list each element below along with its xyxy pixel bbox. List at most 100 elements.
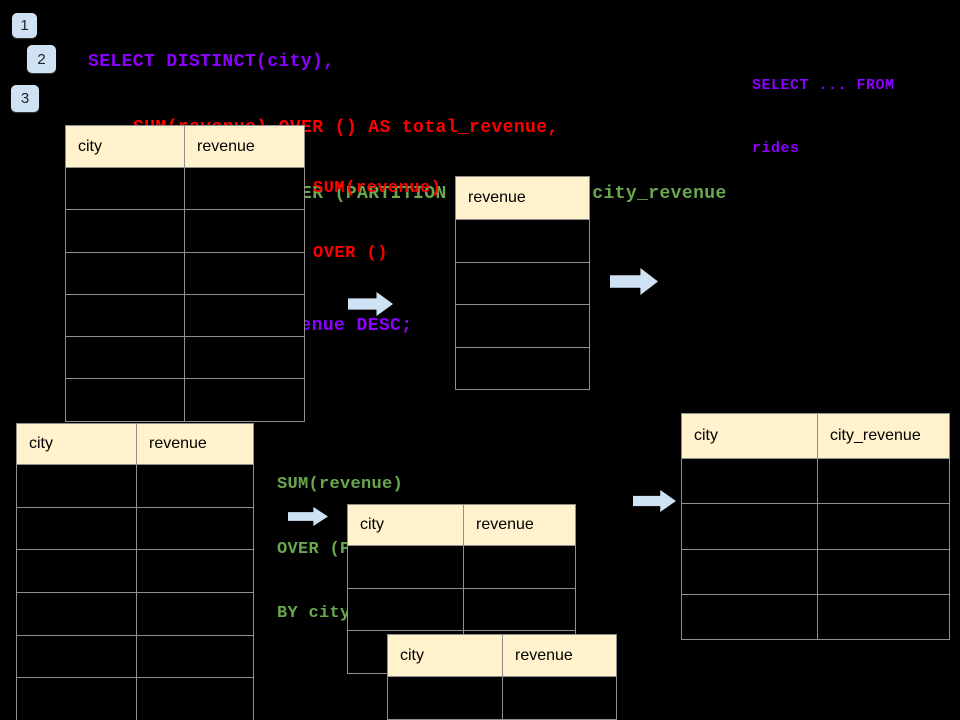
- table-cell-empty: [137, 508, 253, 550]
- table-cell-empty: [17, 507, 137, 550]
- side-note-select-from-rides: SELECT ... FROM rides: [752, 33, 895, 201]
- right-arrow-icon: [348, 292, 393, 316]
- annotation-line: SUM(revenue): [313, 179, 442, 198]
- table-cell-empty: [66, 168, 185, 210]
- column-header-city: city: [348, 505, 464, 545]
- table-partition-source: city revenue: [16, 423, 254, 720]
- table-cell-empty: [137, 593, 253, 635]
- table-row: [682, 549, 949, 595]
- table-row: [17, 550, 253, 594]
- table-row: [66, 294, 304, 338]
- table-cell-empty: [682, 504, 818, 549]
- table-cell-empty: [185, 379, 304, 420]
- table-cell-empty: [137, 678, 253, 720]
- column-header-city-revenue: city_revenue: [830, 427, 921, 444]
- table-cell-empty: [818, 504, 949, 548]
- table-cell-empty: [17, 550, 137, 593]
- column-header-city: city: [682, 414, 818, 458]
- table-cell-empty: [682, 459, 818, 504]
- side-note-line: rides: [752, 140, 800, 157]
- table-cell-empty: [682, 594, 818, 640]
- table-cell-empty: [17, 635, 137, 678]
- table-cell-empty: [456, 305, 589, 347]
- table-row: [456, 220, 589, 263]
- table-cell-empty: [185, 295, 304, 336]
- column-header-revenue: revenue: [149, 435, 207, 452]
- table-cell-empty: [185, 210, 304, 251]
- table-cell-empty: [17, 593, 137, 635]
- table-cell-empty: [137, 465, 253, 507]
- table-partition-group-2: city revenue: [387, 634, 617, 720]
- table-cell-empty: [66, 210, 185, 252]
- table-cell-empty: [185, 337, 304, 378]
- table-total-revenue: revenue: [455, 176, 590, 390]
- side-note-line: SELECT ... FROM: [752, 77, 895, 94]
- table-row: [388, 677, 616, 720]
- table-cell-empty: [388, 677, 503, 719]
- table-header-row: city city_revenue: [682, 414, 949, 459]
- column-header-revenue: revenue: [197, 137, 255, 155]
- table-header-row: city revenue: [348, 505, 575, 546]
- table-header-row: city revenue: [17, 424, 253, 465]
- table-cell-empty: [818, 459, 949, 503]
- table-cell-empty: [682, 549, 818, 594]
- table-row: [348, 546, 575, 589]
- table-row: [682, 459, 949, 505]
- column-header-city: city: [388, 635, 503, 676]
- table-cell-empty: [348, 588, 464, 631]
- table-row: [17, 507, 253, 551]
- table-cell-empty: [66, 294, 185, 337]
- table-row: [66, 337, 304, 380]
- table-cell-empty: [66, 337, 185, 379]
- column-header-city: city: [17, 424, 137, 464]
- step-badge-label: 3: [20, 90, 30, 107]
- table-source-rides: city revenue: [65, 125, 305, 422]
- column-header-city: city: [66, 126, 185, 167]
- table-row: [456, 348, 589, 390]
- table-cell-empty: [464, 546, 575, 588]
- annotation-sum-over-empty: SUM(revenue) OVER (): [313, 135, 441, 307]
- table-final-result: city city_revenue: [681, 413, 950, 641]
- table-cell-empty: [456, 263, 589, 305]
- table-row: [17, 635, 253, 679]
- table-row: [66, 168, 304, 211]
- table-cell-empty: [503, 677, 616, 719]
- step-badge-2: 2: [27, 45, 56, 73]
- table-cell-empty: [185, 168, 304, 209]
- right-arrow-icon: [633, 490, 676, 512]
- table-row: [17, 678, 253, 720]
- table-cell-empty: [66, 379, 185, 421]
- table-row: [456, 263, 589, 305]
- table-cell-empty: [137, 636, 253, 678]
- table-row: [456, 305, 589, 348]
- table-header-row: city revenue: [388, 635, 616, 677]
- table-header-row: revenue: [456, 177, 589, 220]
- table-header-row: city revenue: [66, 126, 304, 168]
- table-cell-empty: [17, 465, 137, 507]
- step-badge-label: 2: [37, 50, 46, 68]
- table-row: [682, 594, 949, 640]
- table-row: [66, 379, 304, 421]
- table-cell-empty: [66, 252, 185, 294]
- right-arrow-icon: [610, 268, 658, 295]
- step-badge-label: 1: [20, 17, 29, 34]
- table-cell-empty: [464, 589, 575, 631]
- step-badge-3: 3: [11, 85, 39, 112]
- table-row: [66, 252, 304, 295]
- table-cell-empty: [185, 253, 304, 294]
- table-row: [348, 588, 575, 632]
- table-row: [682, 504, 949, 550]
- table-cell-empty: [456, 220, 589, 262]
- table-row: [17, 593, 253, 636]
- right-arrow-icon: [288, 507, 328, 526]
- table-cell-empty: [456, 348, 589, 390]
- table-cell-empty: [818, 595, 949, 639]
- table-row: [66, 210, 304, 253]
- table-row: [17, 465, 253, 508]
- table-cell-empty: [137, 550, 253, 592]
- step-badge-1: 1: [12, 13, 37, 38]
- annotation-line: SUM(revenue): [277, 475, 404, 494]
- table-cell-empty: [348, 546, 464, 588]
- annotation-line: OVER (): [313, 243, 388, 263]
